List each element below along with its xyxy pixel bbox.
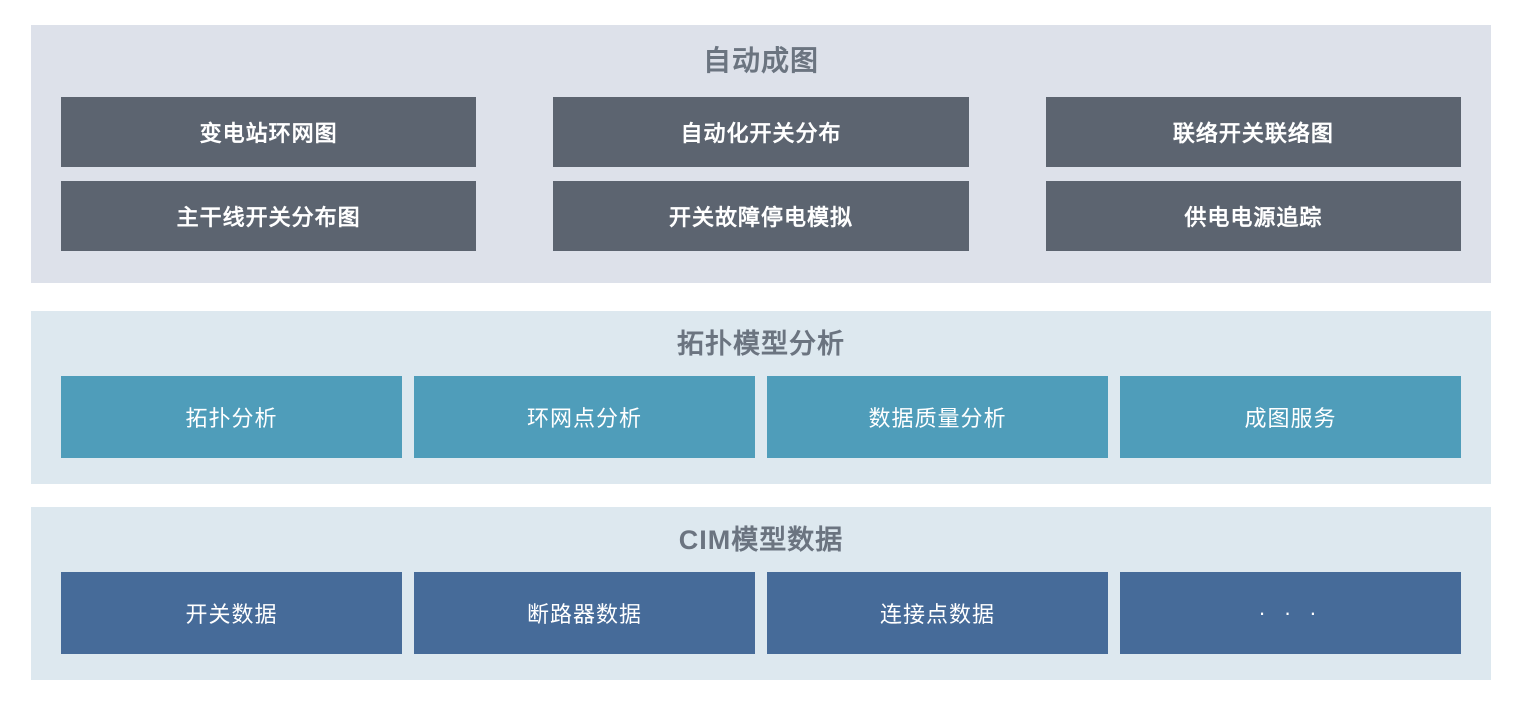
- tile-automated-switch-distribution[interactable]: 自动化开关分布: [553, 97, 969, 167]
- section-divider-gap-1: [31, 283, 1491, 311]
- section-cim-model-data: CIM模型数据 开关数据 断路器数据 连接点数据 · · ·: [31, 507, 1491, 680]
- ellipsis-icon: · · ·: [1258, 600, 1323, 626]
- section-topology-analysis-title: 拓扑模型分析: [677, 329, 845, 360]
- tile-ring-network-point-analysis[interactable]: 环网点分析: [414, 376, 755, 459]
- tile-mapping-service[interactable]: 成图服务: [1120, 376, 1461, 459]
- tile-topology-analysis[interactable]: 拓扑分析: [61, 376, 402, 459]
- tile-label: 供电电源追踪: [1184, 205, 1323, 230]
- section-cim-model-data-title: CIM模型数据: [678, 525, 844, 556]
- section-divider-gap-2: [31, 484, 1491, 507]
- tile-label: 数据质量分析: [868, 406, 1007, 432]
- tile-more-data[interactable]: · · ·: [1120, 572, 1461, 655]
- tile-label: 变电站环网图: [199, 121, 338, 146]
- tile-substation-ring-network-diagram[interactable]: 变电站环网图: [61, 97, 477, 167]
- tile-tie-switch-connection-diagram[interactable]: 联络开关联络图: [1045, 97, 1461, 167]
- tile-data-quality-analysis[interactable]: 数据质量分析: [767, 376, 1108, 459]
- tile-trunk-line-switch-distribution-diagram[interactable]: 主干线开关分布图: [61, 181, 477, 251]
- tile-label: 开关数据: [185, 602, 278, 628]
- section-auto-mapping-tile-grid: 变电站环网图 自动化开关分布 联络开关联络图 主干线开关分布图 开关故障停电模拟…: [61, 97, 1461, 251]
- tile-label: 环网点分析: [526, 406, 642, 432]
- section-cim-tile-grid: 开关数据 断路器数据 连接点数据 · · ·: [61, 572, 1461, 655]
- tile-label: 成图服务: [1244, 406, 1337, 432]
- section-topology-analysis: 拓扑模型分析 拓扑分析 环网点分析 数据质量分析 成图服务: [31, 311, 1491, 485]
- tile-label: 开关故障停电模拟: [668, 205, 853, 230]
- tile-connectivity-node-data[interactable]: 连接点数据: [767, 572, 1108, 655]
- tile-label: 主干线开关分布图: [176, 205, 361, 230]
- section-auto-mapping-title: 自动成图: [702, 45, 819, 76]
- tile-label: 连接点数据: [879, 602, 995, 628]
- tile-switch-data[interactable]: 开关数据: [61, 572, 402, 655]
- tile-label: 自动化开关分布: [680, 121, 842, 146]
- tile-switch-fault-outage-simulation[interactable]: 开关故障停电模拟: [553, 181, 969, 251]
- tile-circuit-breaker-data[interactable]: 断路器数据: [414, 572, 755, 655]
- tile-label: 联络开关联络图: [1172, 121, 1334, 146]
- tile-power-supply-source-tracing[interactable]: 供电电源追踪: [1045, 181, 1461, 251]
- section-auto-mapping: 自动成图 变电站环网图 自动化开关分布 联络开关联络图 主干线开关分布图 开关故…: [31, 25, 1491, 284]
- section-topology-tile-grid: 拓扑分析 环网点分析 数据质量分析 成图服务: [61, 376, 1461, 459]
- tile-label: 拓扑分析: [185, 406, 278, 432]
- tile-label: 断路器数据: [526, 602, 642, 628]
